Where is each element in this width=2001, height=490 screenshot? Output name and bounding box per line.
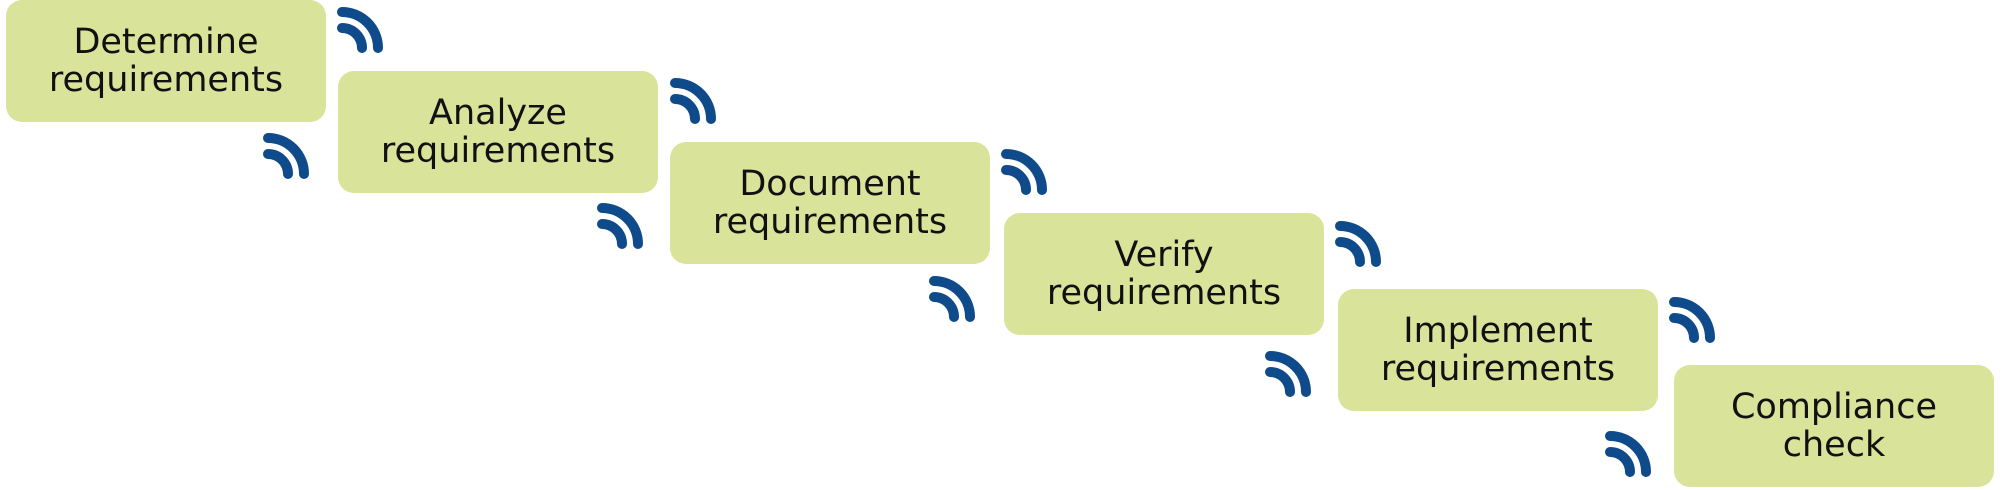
backward-arc-icon <box>594 198 654 258</box>
forward-arc-icon <box>334 2 394 62</box>
step-1-box: Determine requirements <box>6 0 326 122</box>
step-2-box: Analyze requirements <box>338 71 658 193</box>
forward-arc-icon <box>1332 216 1392 276</box>
backward-arc-icon <box>1602 426 1662 486</box>
step-3-label: Document requirements <box>712 164 948 242</box>
step-4-label: Verify requirements <box>1046 235 1282 313</box>
step-2-label: Analyze requirements <box>380 93 616 171</box>
step-6-label: Compliance check <box>1730 387 1938 465</box>
backward-arc-icon <box>926 271 986 331</box>
backward-arc-icon <box>260 128 320 188</box>
step-1-label: Determine requirements <box>48 22 284 100</box>
backward-arc-icon <box>1262 346 1322 406</box>
step-4-box: Verify requirements <box>1004 213 1324 335</box>
step-5-box: Implement requirements <box>1338 289 1658 411</box>
step-3-box: Document requirements <box>670 142 990 264</box>
forward-arc-icon <box>1666 292 1726 352</box>
forward-arc-icon <box>667 73 727 133</box>
step-6-box: Compliance check <box>1674 365 1994 487</box>
forward-arc-icon <box>998 144 1058 204</box>
step-5-label: Implement requirements <box>1380 311 1616 389</box>
